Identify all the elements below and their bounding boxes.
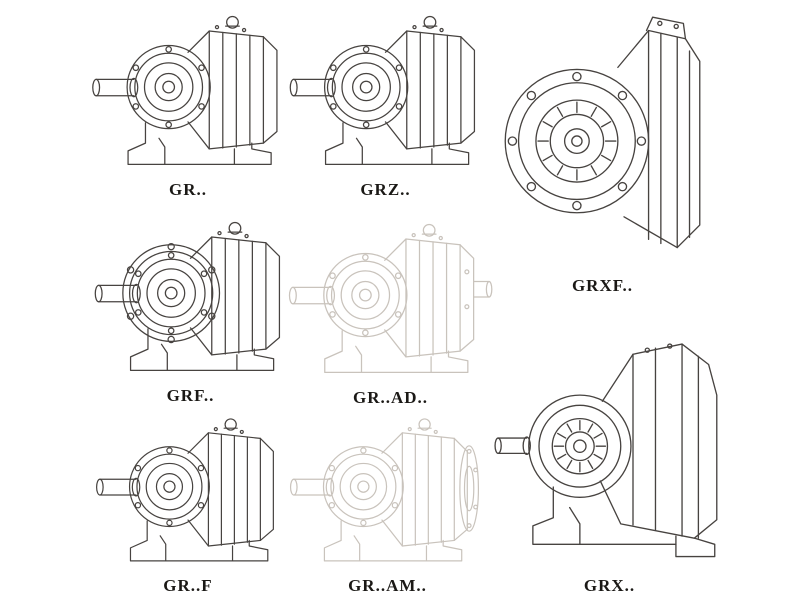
- helical-gearbox-large-foot-mounted-icon: [494, 343, 718, 558]
- figure-grxf: GRXF..: [495, 2, 710, 298]
- figure-grx: GRX..: [492, 300, 727, 598]
- figure-grz: GRZ..: [288, 2, 483, 202]
- helical-gearbox-flange-mounted-icon: [94, 221, 281, 372]
- helical-gearbox-input-adapter-icon: [288, 223, 493, 374]
- figure-gr-ad: GR..AD..: [288, 210, 493, 410]
- figure-label-gr-ad: GR..AD..: [352, 388, 429, 407]
- figure-gr-f: GR..F: [88, 405, 288, 598]
- figure-label-gr: GR..: [169, 180, 207, 199]
- figure-grf: GRF..: [88, 208, 293, 408]
- helical-gearbox-foot-mounted-icon: [92, 15, 278, 166]
- helical-gearbox-motor-adapter-flange-icon: [289, 418, 480, 562]
- figure-label-grxf: GRXF..: [571, 276, 634, 295]
- figure-label-grf: GRF..: [166, 386, 215, 405]
- figure-label-gr-am: GR..AM..: [348, 576, 427, 595]
- figure-gr-am: GR..AM..: [285, 405, 490, 598]
- figure-label-gr-f: GR..F: [163, 576, 213, 595]
- figure-label-grx: GRX..: [583, 576, 636, 595]
- figure-gr: GR..: [88, 2, 288, 202]
- helical-gearbox-foot-mounted-icon: [289, 15, 476, 166]
- figure-label-grz: GRZ..: [360, 180, 411, 199]
- helical-gearbox-front-flange-icon: [504, 16, 701, 249]
- helical-gearbox-foot-mounted-icon: [96, 418, 274, 562]
